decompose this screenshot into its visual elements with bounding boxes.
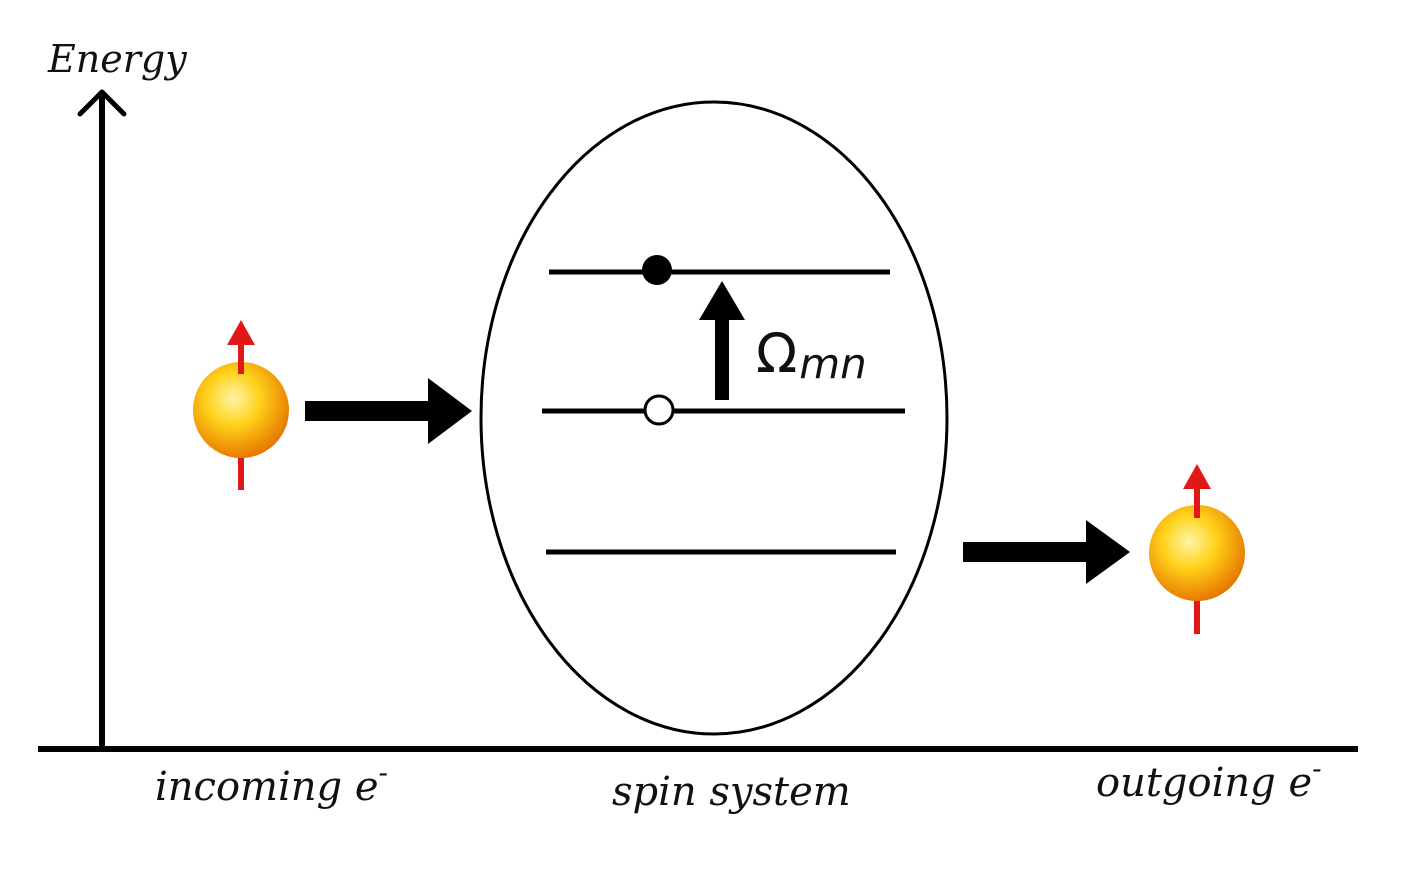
label-outgoing-electron: outgoing e- bbox=[1096, 752, 1322, 806]
transition-subscript: mn bbox=[799, 339, 867, 388]
axis-label-energy: Energy bbox=[47, 37, 187, 81]
filled-state-dot bbox=[642, 255, 672, 285]
energy-axis bbox=[77, 89, 127, 748]
outgoing-electron-icon bbox=[1149, 464, 1245, 634]
transition-symbol: Ω bbox=[756, 322, 797, 385]
incoming-electron-icon bbox=[193, 320, 289, 490]
arrow-right-icon bbox=[305, 378, 472, 444]
arrow-right-icon bbox=[963, 520, 1130, 584]
label-incoming-electron: incoming e- bbox=[155, 756, 388, 810]
incoming-superscript: - bbox=[379, 756, 388, 789]
incoming-text: incoming e bbox=[155, 764, 379, 810]
outgoing-text: outgoing e bbox=[1096, 760, 1312, 806]
outgoing-superscript: - bbox=[1312, 752, 1321, 785]
transition-arrow-up-icon bbox=[699, 281, 745, 400]
empty-state-dot bbox=[643, 394, 675, 426]
transition-label: Ωmn bbox=[756, 322, 867, 388]
spin-system-boundary bbox=[479, 100, 949, 736]
label-spin-system: spin system bbox=[612, 769, 851, 815]
